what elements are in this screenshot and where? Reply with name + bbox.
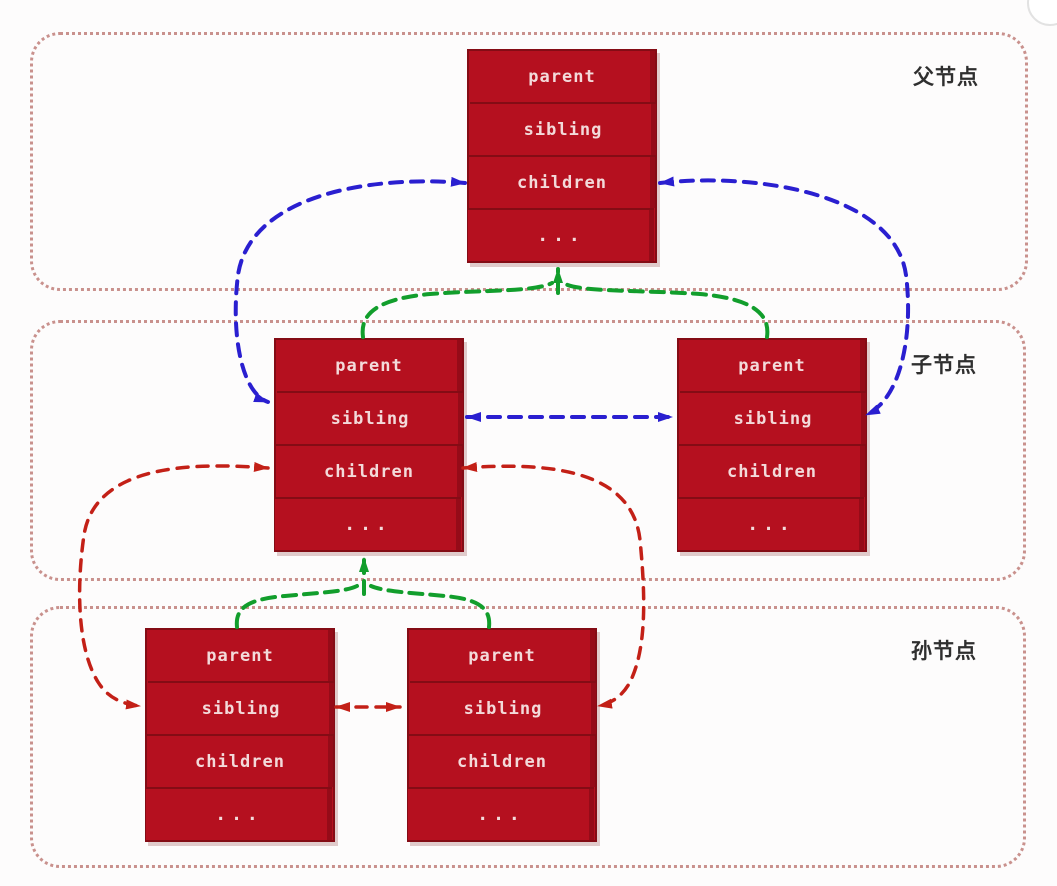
grandchild-node-right: parent sibling children ... <box>407 628 597 842</box>
node-row-parent: parent <box>409 630 595 681</box>
node-row-sibling: sibling <box>277 391 463 444</box>
child-node-right: parent sibling children ... <box>677 338 867 552</box>
grandchild-node-left: parent sibling children ... <box>145 628 335 842</box>
node-row-ellipsis: ... <box>468 208 654 261</box>
child-node-left: parent sibling children ... <box>274 338 464 552</box>
band-child-label: 子节点 <box>911 354 977 377</box>
node-row-children: children <box>409 734 595 787</box>
band-child: 子节点 <box>30 320 1026 581</box>
node-row-children: children <box>469 155 655 208</box>
node-row-children: children <box>276 444 462 497</box>
node-row-ellipsis: ... <box>408 787 594 840</box>
node-row-sibling: sibling <box>410 681 596 734</box>
band-parent-label: 父节点 <box>913 66 979 89</box>
node-row-ellipsis: ... <box>678 497 864 550</box>
node-row-parent: parent <box>679 340 865 391</box>
node-row-sibling: sibling <box>680 391 866 444</box>
node-row-sibling: sibling <box>470 102 656 155</box>
node-row-parent: parent <box>469 51 655 102</box>
band-grandchild-label: 孙节点 <box>911 640 977 663</box>
node-row-children: children <box>679 444 865 497</box>
node-row-sibling: sibling <box>148 681 334 734</box>
parent-node: parent sibling children ... <box>467 49 657 263</box>
node-row-ellipsis: ... <box>275 497 461 550</box>
node-row-children: children <box>147 734 333 787</box>
node-row-parent: parent <box>276 340 462 391</box>
node-row-ellipsis: ... <box>146 787 332 840</box>
node-row-parent: parent <box>147 630 333 681</box>
corner-circle-decoration <box>1027 0 1057 26</box>
